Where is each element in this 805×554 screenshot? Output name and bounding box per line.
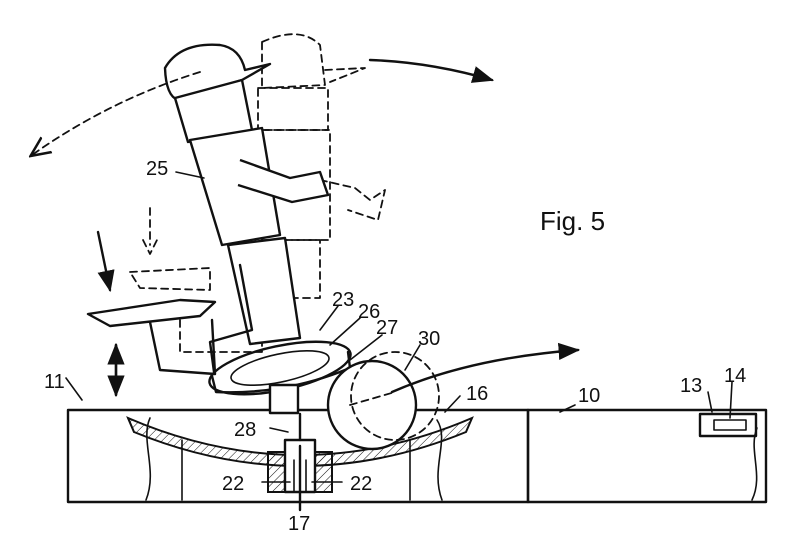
curved-track [126, 416, 474, 467]
label-28: 28 [234, 419, 256, 441]
label-25: 25 [146, 158, 168, 180]
slot-box [698, 412, 758, 438]
motion-arrows [32, 58, 581, 398]
figure-body [86, 43, 330, 376]
figure-title: Fig. 5 [540, 206, 605, 236]
label-27: 27 [376, 317, 398, 339]
label-13: 13 [680, 375, 702, 397]
label-11: 11 [44, 371, 65, 393]
label-26: 26 [358, 301, 380, 323]
label-10: 10 [578, 385, 600, 407]
pivot-hub [267, 412, 333, 512]
label-17: 17 [288, 513, 310, 535]
leader-lines [65, 171, 733, 511]
label-22-left: 22 [222, 473, 244, 495]
label-23: 23 [332, 289, 354, 311]
reference-labels: Fig. 5 25 23 26 27 30 11 16 10 13 14 28 … [44, 158, 746, 535]
label-16: 16 [466, 383, 488, 405]
base-board [66, 408, 768, 504]
drive-wheel [326, 351, 440, 451]
label-14: 14 [724, 365, 746, 387]
label-30: 30 [418, 328, 440, 350]
label-22-right: 22 [350, 473, 372, 495]
